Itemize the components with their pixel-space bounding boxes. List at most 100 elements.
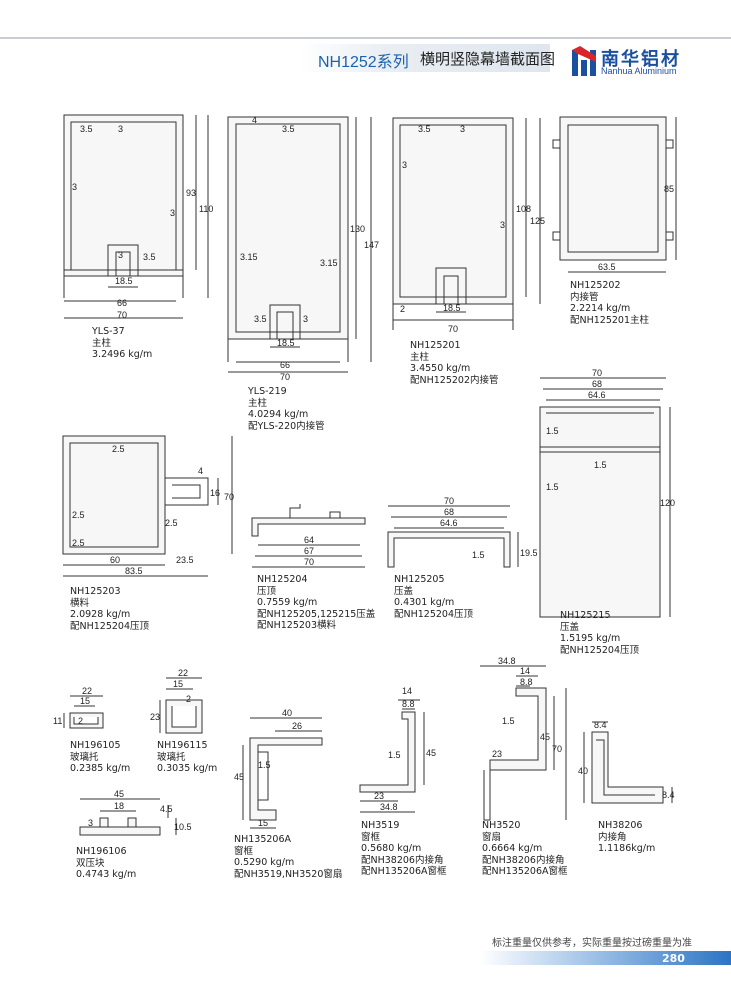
profile-nh125215-drawing [539,377,671,618]
profile-name: 窗框 [361,831,381,843]
dim-text: 125 [530,216,545,226]
profile-weight: 2.2214 kg/m [570,303,631,314]
profile-code: NH125201 [410,340,461,351]
profile-note: 配NH125204压顶 [560,644,640,656]
dim-text: 3 [303,314,308,324]
dim-text: 3.5 [418,124,431,134]
brand-name-cn: 南华铝材 [601,49,681,70]
dim-text: 68 [592,379,602,389]
profile-code: NH3519 [361,820,400,831]
series-name: NH1252系列 [318,54,409,71]
dim-text: 14 [402,686,412,696]
dim-text: 70 [280,372,290,382]
dim-text: 1.5 [258,760,271,770]
profile-yls-219-drawing [227,116,372,373]
dim-text: 67 [304,546,314,556]
profile-note: 配NH125201主柱 [570,314,650,326]
profile-name: 窗扇 [482,831,502,843]
dim-text: 3.5 [143,252,156,262]
profile-code: NH3520 [482,820,521,831]
dim-text: 23 [150,712,160,722]
dim-text: 1.5 [546,426,559,436]
profile-weight: 0.3035 kg/m [157,763,218,774]
profile-code: NH196106 [76,846,127,857]
page-title: 横明竖隐幕墙截面图 [420,50,556,68]
caption-nh196106: NH196106 双压块 0.4743 kg/m [76,846,136,881]
dim-text: 45 [540,732,550,742]
profile-weight: 1.1186kg/m [598,843,656,854]
dim-text: 10.5 [174,822,192,832]
dim-text: 130 [350,224,365,234]
dim-text: 45 [426,748,436,758]
profile-weight: 0.2385 kg/m [70,763,131,774]
dim-text: 8.4 [594,720,607,730]
dim-text: 3 [88,818,93,828]
brand-mark-icon [572,46,596,76]
caption-nh38206: NH38206 内接角 1.1186kg/m [598,820,655,855]
dim-text: 2 [400,304,405,314]
dim-text: 70 [592,368,602,378]
profile-code: NH125205 [394,574,445,585]
profile-note-2: 配NH135206A窗框 [482,866,568,877]
header-band [300,44,550,72]
dim-text: 18.5 [115,276,133,286]
dim-text: 4 [198,466,203,476]
dim-text: 22 [178,668,188,678]
profile-note: 配NH38206内接角 [482,854,565,866]
dim-text: 15 [173,679,183,689]
dim-text: 120 [660,498,675,508]
page-number: 280 [662,952,685,965]
profile-yls-37-drawing [63,114,209,319]
dim-text: 19.5 [520,548,538,558]
brand-name-en: Nanhua Aluminium [601,66,677,76]
profile-name: 窗框 [234,845,254,857]
dim-text: 3 [118,250,123,260]
dim-text: 1.5 [388,750,401,760]
dim-text: 2.5 [112,444,125,454]
profile-code: NH125215 [560,610,611,621]
dim-text: 23 [374,791,384,801]
caption-nh135206a: NH135206A 窗框 0.5290 kg/m 配NH3519,NH3520窗… [234,834,342,880]
dim-text: 3.5 [282,124,295,134]
dim-text: 18 [114,801,124,811]
caption-nh125215: NH125215 压盖 1.5195 kg/m 配NH125204压顶 [560,610,639,656]
dim-text: 70 [224,492,234,502]
profile-code: YLS-219 [248,386,287,397]
profile-nh196105-drawing [63,695,104,729]
dim-text: 16 [210,488,220,498]
profile-name: 玻璃托 [157,751,186,763]
profile-nh3520-drawing [480,665,567,821]
dim-text: 66 [117,298,127,308]
profile-weight: 0.5290 kg/m [234,857,295,868]
dim-text: 68 [444,507,454,517]
profile-name: 压盖 [394,585,414,597]
dim-text: 3 [118,124,123,134]
dim-text: 85 [664,184,674,194]
dim-text: 70 [304,557,314,567]
dim-text: 3 [170,208,175,218]
dim-text: 70 [117,310,127,320]
profile-weight: 0.5680 kg/m [361,843,422,854]
dim-text: 18.5 [443,303,461,313]
profile-weight: 0.4743 kg/m [76,869,137,880]
dim-text: 70 [448,324,458,334]
profile-name: 双压块 [76,857,105,869]
dim-text: 34.8 [498,656,516,666]
dim-text: 2.5 [72,510,85,520]
dim-text: 1.5 [546,482,559,492]
caption-nh125201: NH125201 主柱 3.4550 kg/m 配NH125202内接管 [410,340,499,386]
dim-text: 83.5 [125,566,143,576]
profile-nh38206-drawing [583,721,673,804]
dim-text: 2 [186,694,191,704]
caption-nh196115: NH196115 玻璃托 0.3035 kg/m [157,740,217,775]
dim-text: 4 [252,115,257,125]
dim-text: 2.5 [72,538,85,548]
dim-text: 1.5 [594,460,607,470]
dim-text: 15 [258,818,268,828]
profile-weight: 0.6664 kg/m [482,843,543,854]
profile-note: 配NH38206内接角 [361,854,444,866]
dim-text: 64.6 [440,518,458,528]
profile-nh196115-drawing [159,677,203,734]
dim-text: 3.5 [254,314,267,324]
dim-text: 3 [72,182,77,192]
